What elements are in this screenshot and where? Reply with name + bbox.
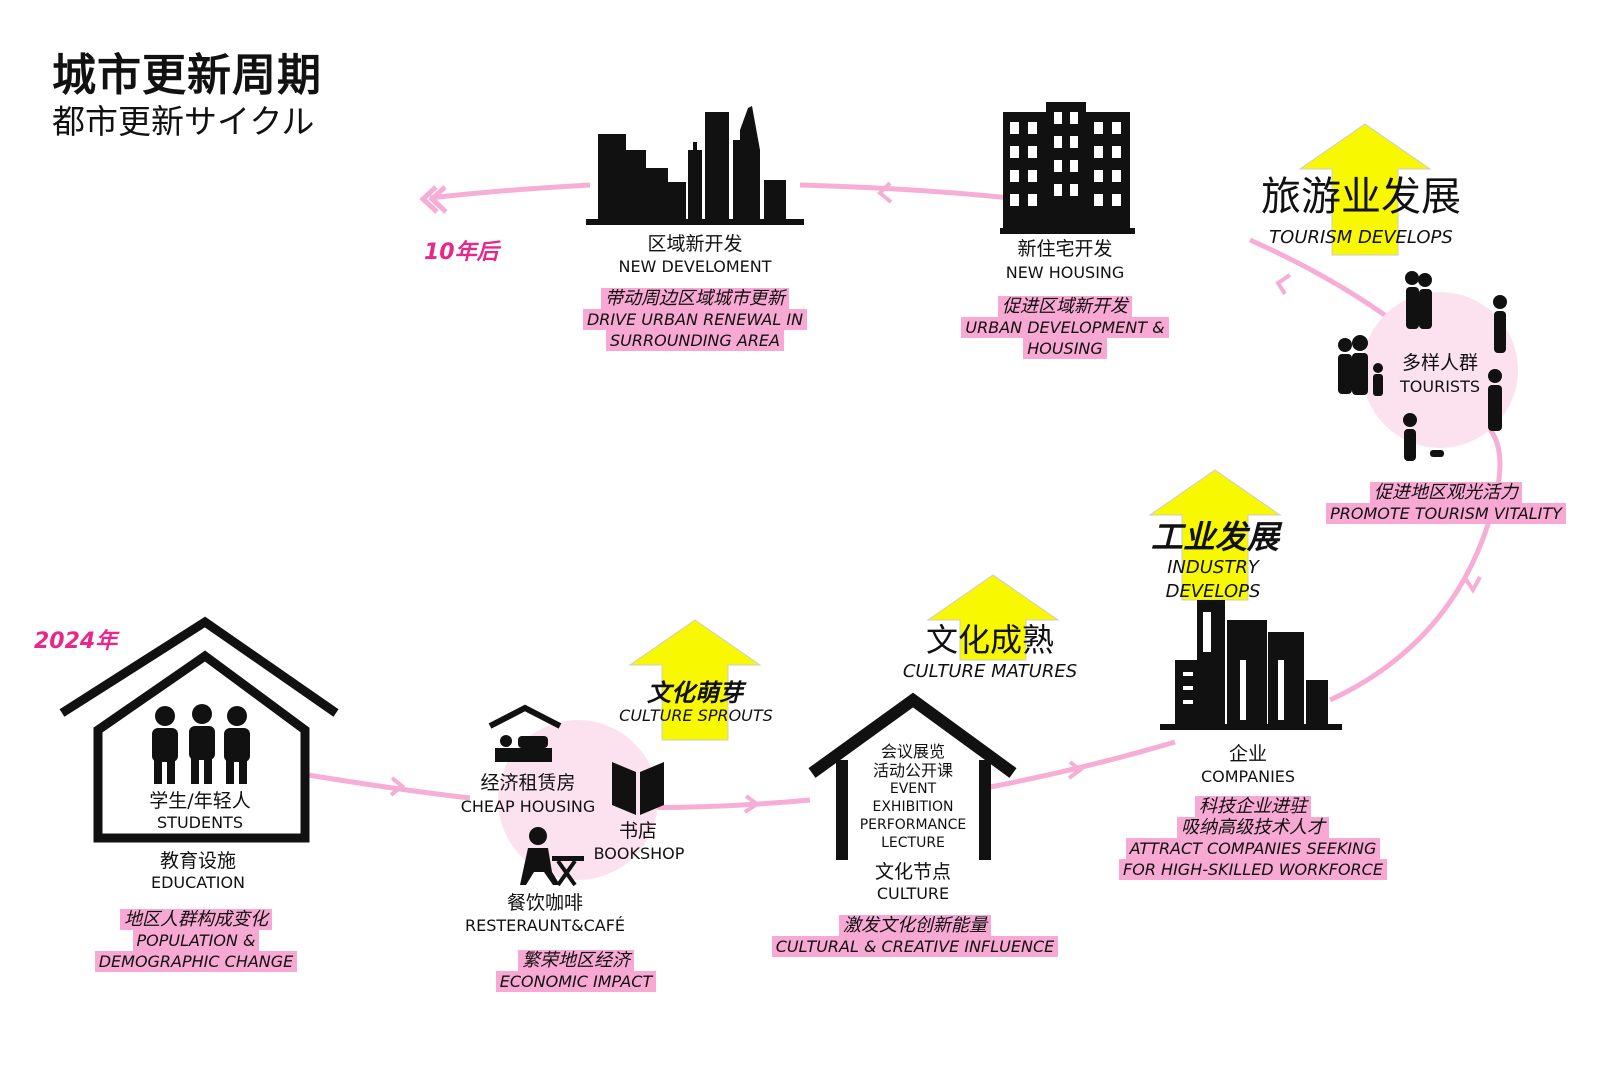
sprouts-stage-en: CULTURE SPROUTS: [619, 706, 773, 725]
tourists-name-en: TOURISTS: [1400, 377, 1480, 396]
companies-impact: 科技企业进驻 吸纳高级技术人才 ATTRACT COMPANIES SEEKIN…: [1108, 796, 1398, 880]
education-house-icon: [59, 616, 339, 843]
housing-name-en: NEW HOUSING: [1005, 263, 1125, 282]
tourism-arrow: [1298, 123, 1432, 256]
tourism-stage-en: TOURISM DEVELOPS: [1269, 227, 1453, 248]
tourists-impact: 促进地区观光活力 PROMOTE TOURISM VITALITY: [1322, 482, 1570, 524]
start-year-label: 2024年: [34, 629, 118, 654]
tourists-bubble: [1362, 292, 1518, 448]
sprouts-arrow: [628, 619, 762, 741]
housing-name-cn: 新住宅开发: [1017, 238, 1113, 260]
development-impact: 带动周边区域城市更新 DRIVE URBAN RENEWAL IN SURROU…: [577, 288, 813, 351]
tourists-figures-icon: [1338, 271, 1507, 461]
culture-house-icon: [808, 692, 1017, 860]
industry-stage-en-2: DEVELOPS: [1165, 581, 1261, 602]
culture-name-cn: 文化节点: [874, 861, 951, 883]
cheap-housing-cn: 经济租赁房: [480, 772, 576, 794]
yellow-arrows: [628, 123, 1432, 741]
end-year-label: 10年后: [424, 240, 499, 265]
path-arrows: [389, 181, 1482, 814]
cafe-cn: 餐饮咖啡: [506, 892, 583, 914]
economy-impact: 繁荣地区经济 ECONOMIC IMPACT: [476, 950, 676, 992]
cheap-housing-en: CHEAP HOUSING: [460, 797, 596, 816]
bookshop-cn: 书店: [618, 820, 657, 842]
matures-stage-en: CULTURE MATURES: [902, 661, 1078, 682]
end-arrow: [419, 185, 448, 214]
bookshop-icon: [612, 762, 664, 815]
culture-impact: 激发文化创新能量 CULTURAL & CREATIVE INFLUENCE: [760, 915, 1070, 957]
students-label-cn: 学生/年轻人: [149, 790, 251, 812]
industry-stage-cn: 工业发展: [1150, 518, 1279, 556]
industry-stage-en-1: INDUSTRY: [1167, 557, 1259, 578]
education-impact: 地区人群构成变化 POPULATION & DEMOGRAPHIC CHANGE: [76, 909, 316, 972]
title-cn: 城市更新周期: [52, 50, 322, 101]
cafe-icon: [520, 827, 584, 887]
culture-name-en: CULTURE: [876, 884, 950, 903]
matures-arrow: [926, 574, 1060, 661]
title-jp: 都市更新サイクル: [52, 102, 315, 141]
tourists-name-cn: 多样人群: [1401, 352, 1478, 374]
housing-impact: 促进区域新开发 URBAN DEVELOPMENT & HOUSING: [955, 296, 1175, 359]
cheap-housing-icon: [488, 704, 562, 762]
development-name-cn: 区域新开发: [647, 233, 743, 255]
companies-name-cn: 企业: [1228, 743, 1267, 765]
skyline-icon: [586, 106, 804, 225]
companies-buildings-icon: [1160, 600, 1342, 730]
new-housing-building-icon: [1000, 102, 1135, 234]
bookshop-en: BOOKSHOP: [593, 844, 685, 863]
sprouts-stage-cn: 文化萌芽: [647, 679, 743, 707]
development-name-en: NEW DEVELOMENT: [618, 257, 772, 276]
culture-activities: 会议展览 活动公开课 EVENT EXHIBITION PERFORMANCE …: [859, 742, 967, 851]
students-icon: [152, 704, 250, 784]
education-name-en: EDUCATION: [150, 873, 246, 892]
education-name-cn: 教育设施: [159, 850, 236, 872]
cafe-en: RESTERAUNT&CAFÉ: [464, 916, 626, 935]
tourism-stage-cn: 旅游业发展: [1261, 174, 1461, 220]
students-label-en: STUDENTS: [157, 813, 243, 832]
matures-stage-cn: 文化成熟: [925, 621, 1054, 659]
companies-name-en: COMPANIES: [1200, 767, 1296, 786]
